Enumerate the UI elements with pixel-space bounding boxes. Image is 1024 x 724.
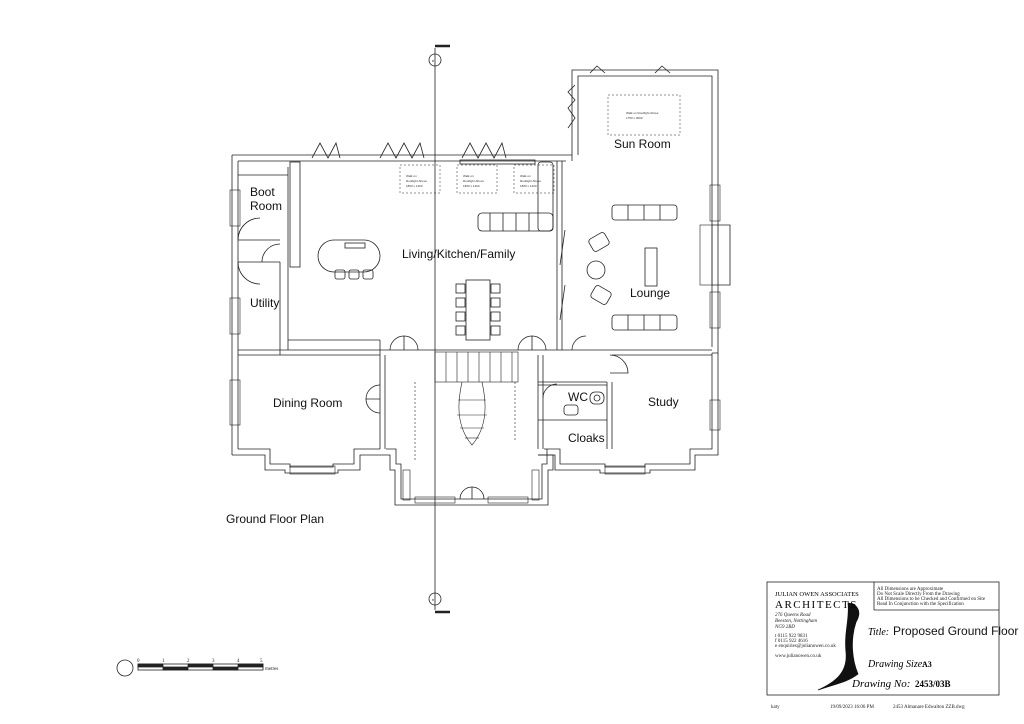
- room-label-utility: Utility: [250, 296, 279, 310]
- drawing-number-value: 2453/03B: [915, 679, 951, 689]
- note-line3: All Dimensions to be Checked and Confirm…: [877, 597, 986, 602]
- rooflight-note-a1: Walk on: [406, 174, 417, 178]
- room-label-living: Living/Kitchen/Family: [402, 247, 515, 261]
- lounge-furniture: [559, 204, 678, 331]
- staircase: [414, 351, 519, 462]
- title-value: Proposed Ground Floor: [893, 624, 1018, 638]
- room-label-boot-room-line2: Room: [250, 199, 282, 213]
- footer-user: katy: [771, 705, 780, 710]
- scale-tick-0: 0: [137, 659, 140, 664]
- svg-text:B: B: [432, 598, 434, 602]
- room-label-sun-room: Sun Room: [614, 137, 671, 151]
- firm-name-line2: ARCHITECTS: [775, 599, 858, 611]
- drawing-size-label: Drawing Size:: [867, 659, 926, 670]
- scale-tick-3: 3: [212, 659, 215, 664]
- contact-fax: f 0115 922 4616: [775, 639, 808, 644]
- room-label-wc: WC: [568, 390, 588, 404]
- scale-unit: metres: [265, 667, 278, 672]
- contact-phone: t 0115 922 9831: [775, 634, 808, 639]
- rooflight-note-a2: Rooflight Above: [406, 179, 427, 183]
- scale-tick-5: 5: [260, 659, 263, 664]
- drawing-size-value: A3: [922, 660, 932, 669]
- scale-tick-4: 4: [237, 659, 240, 664]
- rooflight-note-sun: Walk on Rooflight Above: [626, 111, 659, 115]
- room-label-boot-room-line1: Boot: [250, 185, 275, 199]
- room-label-study: Study: [648, 395, 679, 409]
- title-label: Title:: [868, 627, 889, 638]
- note-line4: Read In Conjunction with the Specificati…: [877, 602, 964, 607]
- scale-bar: [116, 659, 264, 677]
- lounge-bay-projection: [712, 224, 731, 286]
- firm-name-line1: JULIAN OWEN ASSOCIATES: [775, 591, 859, 598]
- title-block-frame: [766, 581, 1000, 696]
- rooflight-note-b3: 1800 x 1400: [463, 184, 480, 188]
- drawing-number-label: Drawing No:: [851, 678, 910, 690]
- scale-tick-2: 2: [187, 659, 190, 664]
- plan-title: Ground Floor Plan: [226, 512, 324, 526]
- note-line1: All Dimensions are Approximate: [877, 587, 944, 592]
- wc-fittings: [563, 391, 605, 416]
- rooflight-note-sun-size: 1750 x 3000: [626, 116, 643, 120]
- section-line: B B: [428, 44, 450, 614]
- kitchen-fittings: [289, 159, 554, 341]
- room-label-cloaks: Cloaks: [568, 431, 605, 445]
- footer-timestamp: 19/09/2023 16:06 PM: [830, 705, 874, 710]
- rooflight-note-b2: Rooflight Above: [463, 179, 484, 183]
- address-line3: NG9 2BD: [774, 625, 795, 630]
- rooflight-note-c3: 1800 x 1400: [520, 184, 537, 188]
- windows: [229, 184, 721, 504]
- swing-doors: [237, 217, 629, 500]
- bifold-doors: [311, 65, 671, 159]
- rooflight-note-a3: 1800 x 1400: [406, 184, 423, 188]
- room-label-lounge: Lounge: [630, 286, 670, 300]
- scale-tick-1: 1: [162, 659, 165, 664]
- address-line2: Beeston, Nottingham: [775, 619, 817, 624]
- rooflight-note-c2: Rooflight Above: [520, 179, 541, 183]
- note-line2: Do Not Scale Directly From the Drawing: [877, 592, 960, 597]
- room-label-dining: Dining Room: [273, 396, 342, 410]
- rooflights: [399, 94, 681, 194]
- rooflight-note-b1: Walk on: [463, 174, 474, 178]
- address-line1: 276 Queens Road: [775, 613, 811, 618]
- rooflight-note-c1: Walk on: [520, 174, 531, 178]
- svg-text:B: B: [432, 59, 434, 63]
- internal-walls: [238, 155, 712, 449]
- contact-email: e enquiries@julianowen.co.uk: [775, 644, 836, 649]
- footer-filename: 2453 Almanare Edwalton ZZB.dwg: [893, 705, 965, 710]
- website: www.julianowen.co.uk: [775, 654, 822, 659]
